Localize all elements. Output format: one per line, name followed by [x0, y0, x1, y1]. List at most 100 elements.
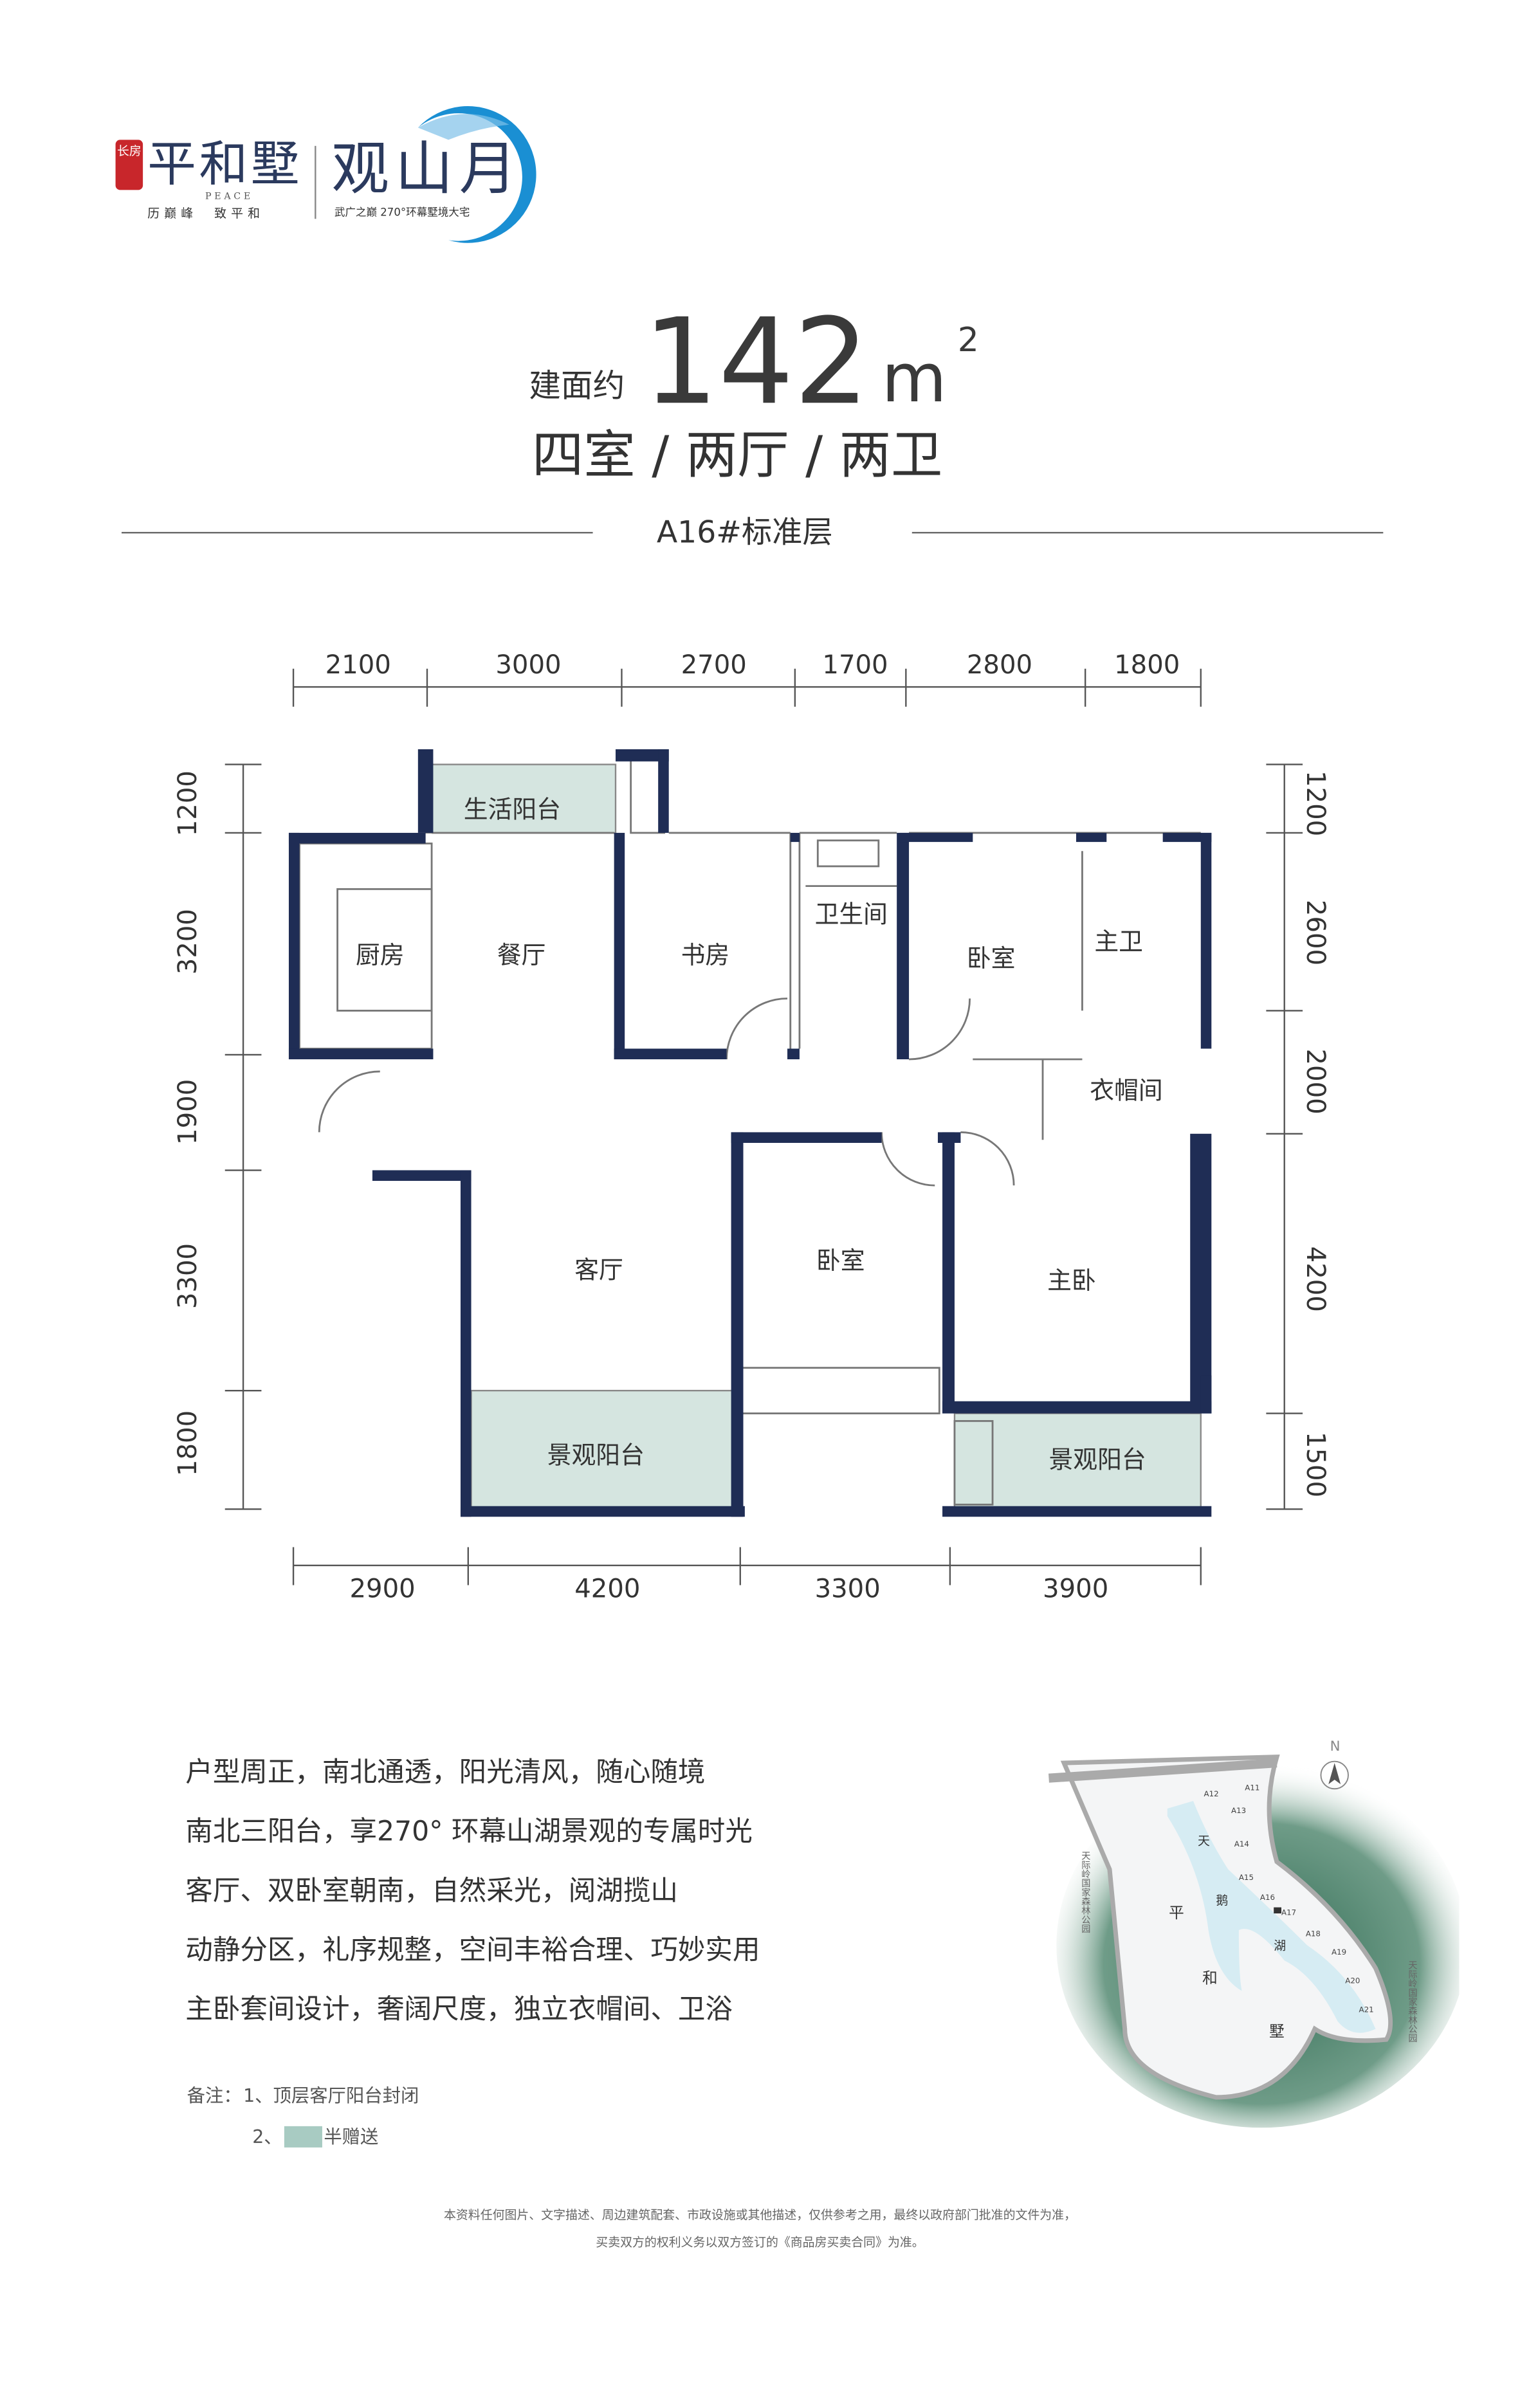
wall — [1162, 832, 1212, 843]
dim-label: 1900 — [173, 1079, 204, 1145]
utility-balcony-area — [425, 763, 617, 834]
building-label: A11 — [1245, 1784, 1260, 1794]
wall — [790, 832, 800, 843]
wall — [616, 749, 669, 762]
dim-label: 1700 — [822, 650, 888, 681]
building-label: A15 — [1238, 1874, 1254, 1883]
lake-label: 天 — [1198, 1834, 1210, 1848]
logo-slogan: 历巅峰 致平和 — [147, 206, 265, 221]
wall — [614, 1048, 727, 1060]
feature-item: 动静分区，礼序规整，空间丰裕合理、巧妙实用 — [185, 1935, 760, 1967]
area-prefix: 建面约 — [529, 367, 625, 405]
wall — [614, 832, 625, 1060]
building-label: A18 — [1305, 1930, 1321, 1940]
room-view-balcony-2: 景观阳台 — [1048, 1445, 1146, 1475]
room-bedroom-ne: 卧室 — [966, 944, 1016, 973]
dim-label: 2700 — [681, 650, 747, 681]
disclaimer-line-1: 本资料任何图片、文字描述、周边建筑配套、市政设施或其他描述，仅供参考之用，最终以… — [443, 2208, 1077, 2222]
note-2: 半赠送 — [324, 2126, 379, 2148]
half-gift-swatch — [284, 2126, 322, 2148]
dim-label: 1800 — [1114, 650, 1180, 681]
room-living: 客厅 — [574, 1255, 623, 1284]
room-bathroom: 卫生间 — [814, 899, 888, 929]
building-label: A12 — [1204, 1790, 1219, 1800]
floor-plan — [224, 668, 1303, 1585]
community-label: 平 — [1169, 1906, 1184, 1923]
wall — [1190, 1133, 1212, 1414]
dim-label: 2000 — [1299, 1048, 1330, 1115]
room-study: 书房 — [681, 940, 730, 970]
dim-label: 3900 — [1043, 1574, 1109, 1605]
building-label: A13 — [1231, 1807, 1247, 1816]
wall — [372, 1170, 472, 1181]
room-dining: 餐厅 — [497, 940, 546, 970]
building-label: A17 — [1281, 1908, 1297, 1919]
note-1: 1、顶层客厅阳台封闭 — [243, 2085, 419, 2107]
disclaimer-line-2: 买卖双方的权利义务以双方签订的《商品房买卖合同》为准。 — [596, 2235, 924, 2250]
north-label: N — [1330, 1740, 1341, 1756]
wall — [460, 1170, 472, 1517]
logo-project-tagline: 武广之巅 270°环幕墅境大宅 — [334, 206, 470, 219]
park-label-left: 天际岭国家森林公园 — [1079, 1851, 1090, 1933]
dim-label: 1800 — [173, 1410, 204, 1477]
room-master-bedroom: 主卧 — [1047, 1266, 1096, 1295]
wall — [731, 1132, 882, 1143]
logo-seal: 长房 — [115, 140, 143, 190]
wall — [658, 749, 669, 833]
header-rule-right — [911, 532, 1384, 534]
community-label: 和 — [1202, 1971, 1218, 1988]
dim-label: 4200 — [574, 1574, 641, 1605]
a16-marker — [1274, 1907, 1282, 1914]
room-utility-balcony: 生活阳台 — [463, 794, 561, 824]
dim-label: 1200 — [173, 771, 204, 837]
area-value: 142 — [643, 295, 870, 432]
wall — [942, 1132, 955, 1414]
building-label: A16 — [1259, 1893, 1276, 1903]
site-map-graphic — [1048, 1754, 1460, 2128]
wall — [787, 1048, 800, 1060]
wall — [942, 1506, 1212, 1517]
room-view-balcony-1: 景观阳台 — [547, 1441, 645, 1470]
wall — [731, 1132, 744, 1517]
dim-label: 3300 — [814, 1574, 881, 1605]
lake-label: 湖 — [1274, 1939, 1287, 1953]
area-unit-sup: 2 — [957, 322, 979, 361]
note-2-prefix: 2、 — [252, 2126, 282, 2148]
wall — [288, 832, 300, 1060]
wall — [1200, 1375, 1212, 1414]
building-label: A14 — [1234, 1840, 1249, 1850]
building-label: A19 — [1331, 1948, 1347, 1958]
compass-icon — [1320, 1760, 1349, 1790]
wall — [1076, 832, 1107, 843]
wall — [897, 832, 910, 1060]
room-kitchen: 厨房 — [355, 940, 405, 970]
dim-label: 2800 — [966, 650, 1033, 681]
dim-label: 1200 — [1299, 771, 1330, 837]
logo-divider — [315, 145, 316, 219]
wall — [1200, 832, 1212, 1049]
view-balcony-1-area — [470, 1389, 734, 1510]
logo-brand: 平和墅 — [147, 135, 303, 194]
room-closet: 衣帽间 — [1090, 1076, 1163, 1105]
wall — [942, 1401, 1212, 1414]
dim-label: 2100 — [325, 650, 391, 681]
dim-label: 3200 — [173, 909, 204, 975]
wall — [899, 832, 973, 843]
balconies — [425, 763, 1202, 1510]
feature-item: 主卧套间设计，奢阔尺度，独立衣帽间、卫浴 — [185, 1994, 733, 2026]
interior-lines — [298, 751, 1201, 1506]
room-bedroom-s: 卧室 — [816, 1246, 865, 1275]
dimension-lines — [224, 668, 1303, 1585]
dim-label: 3000 — [495, 650, 562, 681]
dim-label: 2600 — [1299, 899, 1330, 966]
building-label: A20 — [1345, 1977, 1360, 1987]
wall — [417, 749, 434, 833]
community-label: 墅 — [1269, 2024, 1285, 2041]
area-unit: m — [881, 340, 947, 418]
wall — [288, 832, 426, 844]
logo-wave-icon — [417, 106, 536, 243]
walls — [288, 749, 1212, 1517]
layout-title: 四室 / 两厅 / 两卫 — [532, 425, 943, 487]
feature-item: 南北三阳台，享270° 环幕山湖景观的专属时光 — [185, 1816, 753, 1848]
